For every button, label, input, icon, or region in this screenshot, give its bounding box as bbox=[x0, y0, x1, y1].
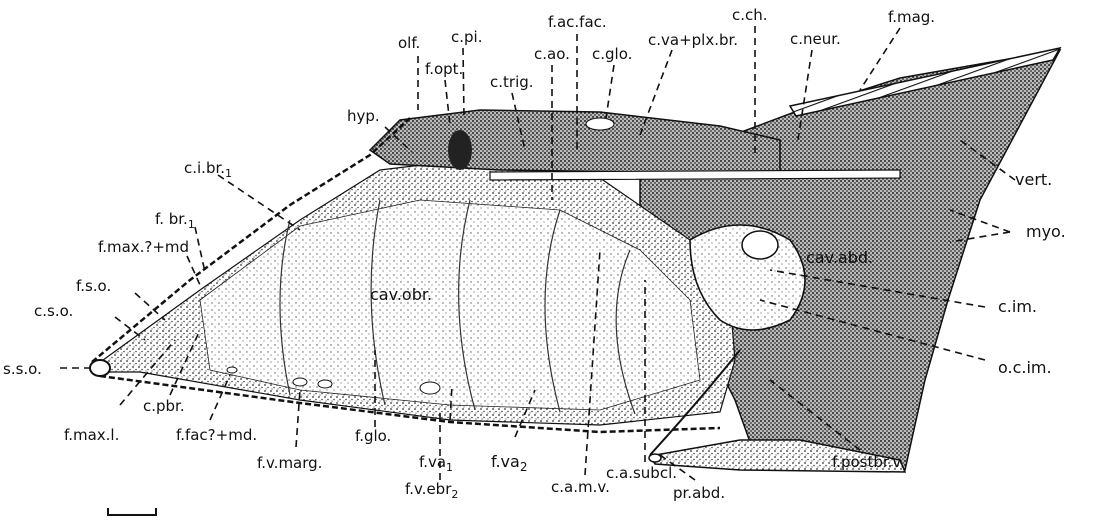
label-c-pbr: c.pbr. bbox=[143, 397, 185, 415]
label-f-postbr-v: f.postbr.v. bbox=[832, 453, 905, 471]
label-cav-obr: cav.obr. bbox=[370, 285, 432, 304]
label-c-neur: c.neur. bbox=[790, 30, 841, 48]
scale-bar bbox=[108, 508, 156, 515]
label-vert: vert. bbox=[1015, 170, 1052, 189]
label-c-s-o: c.s.o. bbox=[34, 302, 73, 320]
label-myo: myo. bbox=[1026, 222, 1066, 241]
label-c-va-plx: c.va+plx.br. bbox=[648, 31, 738, 49]
label-s-s-o: s.s.o. bbox=[3, 360, 42, 378]
label-f-va2: f.va2 bbox=[491, 452, 527, 474]
label-c-glo: c.glo. bbox=[592, 45, 632, 63]
label-f-max-l: f.max.l. bbox=[64, 426, 119, 444]
label-cav-abd: cav.abd. bbox=[806, 248, 873, 267]
label-f-ac-fac: f.ac.fac. bbox=[548, 13, 607, 31]
label-f-max-md: f.max.?+md bbox=[98, 238, 189, 256]
label-c-trig: c.trig. bbox=[490, 73, 534, 91]
label-o-c-im: o.c.im. bbox=[998, 358, 1052, 377]
label-c-ch: c.ch. bbox=[732, 6, 768, 24]
label-c-ao: c.ao. bbox=[534, 45, 570, 63]
label-f-s-o: f.s.o. bbox=[76, 277, 111, 295]
label-olf: olf. bbox=[398, 34, 420, 52]
label-f-va1: f.va1 bbox=[419, 453, 453, 474]
label-c-im: c.im. bbox=[998, 297, 1037, 316]
label-f-v-marg: f.v.marg. bbox=[257, 454, 322, 472]
label-f-mag: f.mag. bbox=[888, 8, 935, 26]
label-f-opt: f.opt. bbox=[425, 60, 463, 78]
specimen-drawing bbox=[90, 48, 1060, 472]
label-c-a-m-v: c.a.m.v. bbox=[551, 478, 610, 496]
label-f-v-ebr: f.v.ebr2 bbox=[405, 480, 458, 501]
label-c-a-subcl: c.a.subcl. bbox=[606, 464, 677, 482]
label-hyp: hyp. bbox=[347, 107, 380, 125]
label-c-pi: c.pi. bbox=[451, 28, 482, 46]
label-pr-abd: pr.abd. bbox=[673, 484, 725, 502]
label-c-i-br: c.i.br.1 bbox=[184, 159, 232, 180]
cranium bbox=[370, 110, 780, 172]
label-f-glo: f.glo. bbox=[355, 427, 391, 445]
label-f-br: f. br.1 bbox=[155, 210, 195, 231]
label-f-fac-md: f.fac?+md. bbox=[176, 426, 257, 444]
